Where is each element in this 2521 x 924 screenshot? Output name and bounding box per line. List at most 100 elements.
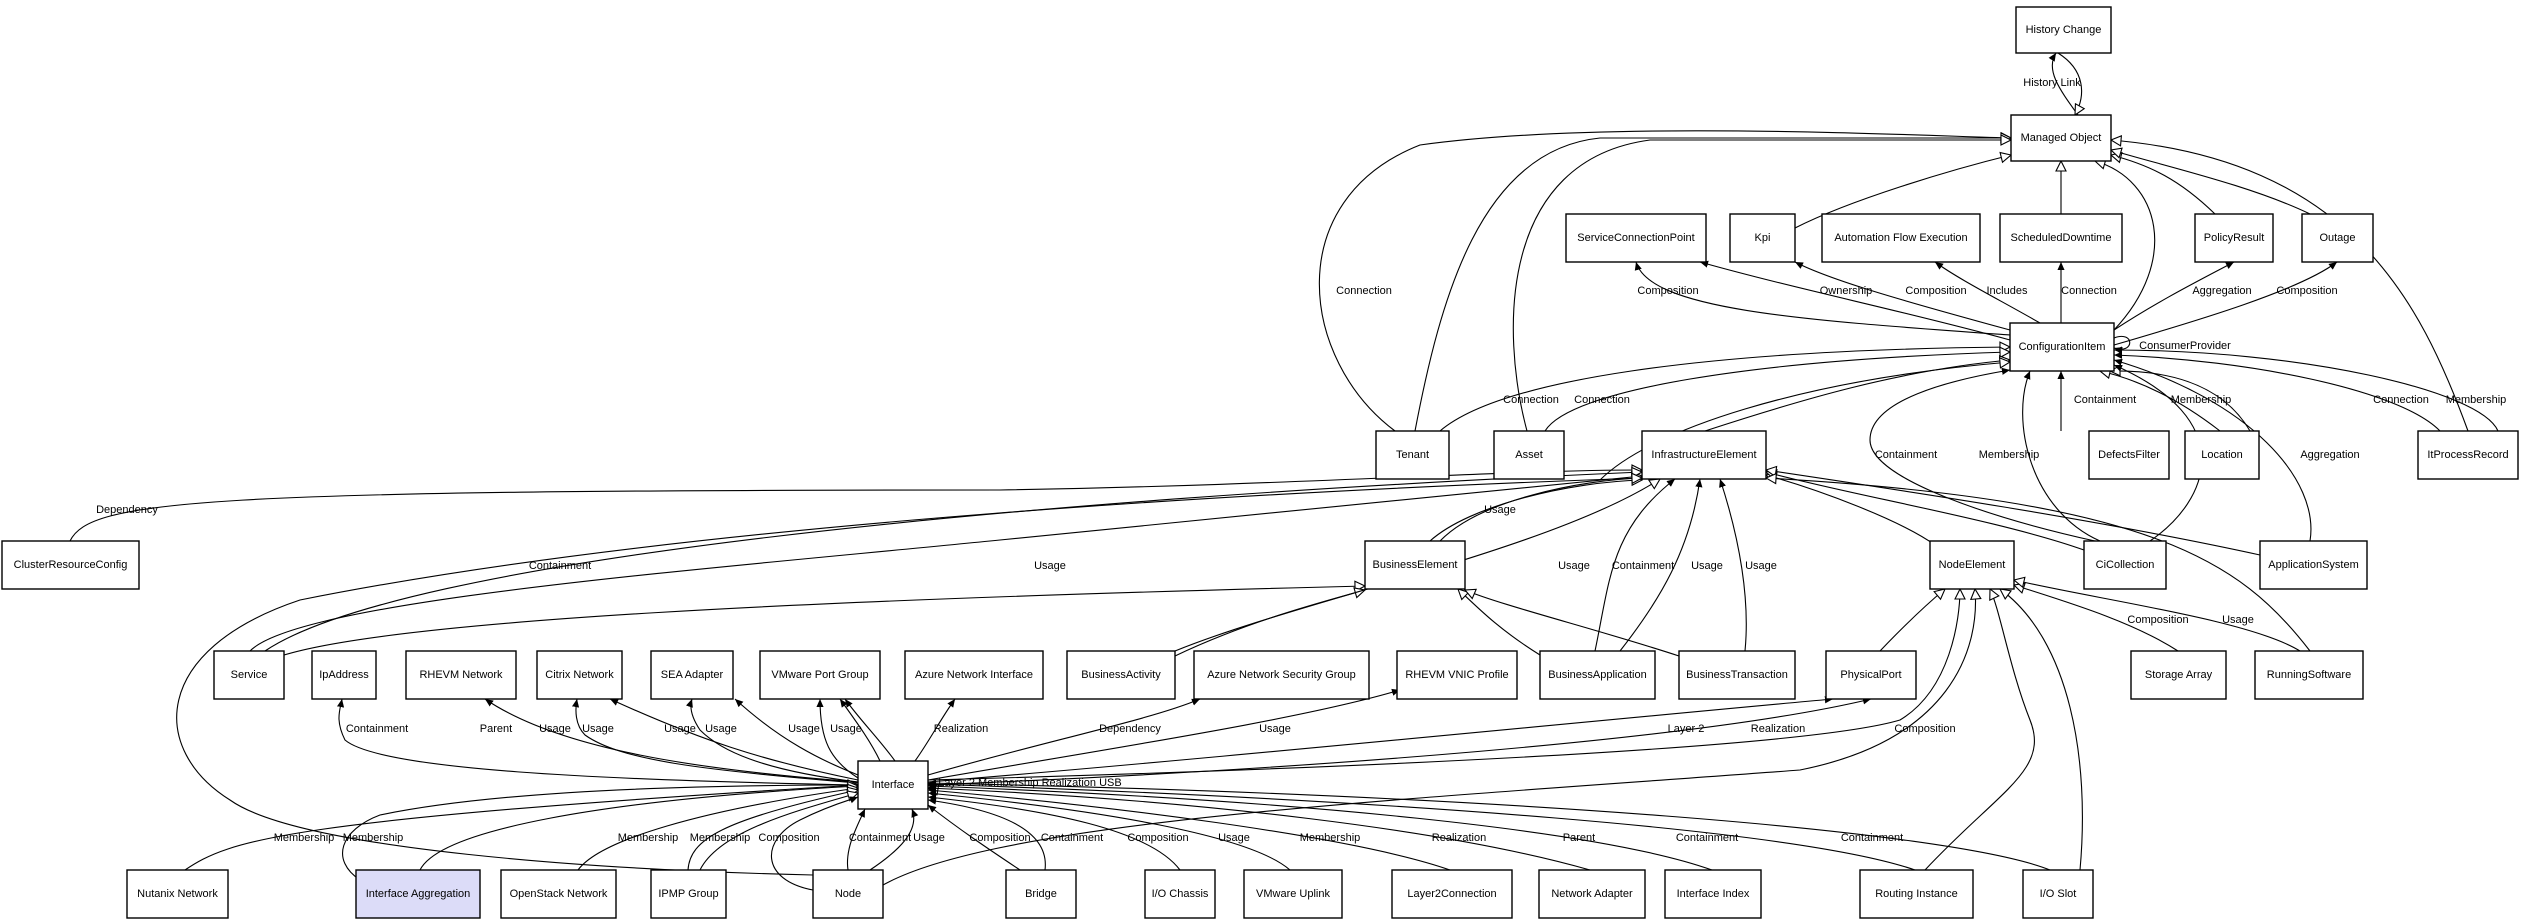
node-infrastructure-element[interactable]: InfrastructureElement (1641, 430, 1767, 480)
node-box[interactable] (2130, 650, 2227, 700)
node-box[interactable] (2254, 650, 2364, 700)
node-vmware-uplink[interactable]: VMware Uplink (1243, 869, 1343, 919)
node-node-element[interactable]: NodeElement (1929, 540, 2015, 590)
node-service[interactable]: Service (213, 650, 285, 700)
node-ip-address[interactable]: IpAddress (311, 650, 377, 700)
node-box[interactable] (1821, 213, 1981, 263)
node-box[interactable] (1678, 650, 1796, 700)
node-box[interactable] (2184, 430, 2260, 480)
node-managed-object[interactable]: Managed Object (2010, 114, 2112, 162)
node-defects-filter[interactable]: DefectsFilter (2088, 430, 2170, 480)
node-ci-collection[interactable]: CiCollection (2083, 540, 2167, 590)
node-box[interactable] (1396, 650, 1518, 700)
node-box[interactable] (355, 869, 481, 919)
node-business-element[interactable]: BusinessElement (1364, 540, 1466, 590)
node-kpi[interactable]: Kpi (1729, 213, 1796, 263)
node-box[interactable] (1641, 430, 1767, 480)
node-box[interactable] (2015, 6, 2112, 54)
node-box[interactable] (536, 650, 623, 700)
node-rhevm-network[interactable]: RHEVM Network (405, 650, 517, 700)
node-business-activity[interactable]: BusinessActivity (1066, 650, 1176, 700)
node-box[interactable] (2301, 213, 2374, 263)
node-box[interactable] (1364, 540, 1466, 590)
node-box[interactable] (1825, 650, 1917, 700)
node-box[interactable] (1999, 213, 2123, 263)
node-tenant[interactable]: Tenant (1375, 430, 1450, 480)
node-rhevm-vnic-profile[interactable]: RHEVM VNIC Profile (1396, 650, 1518, 700)
node-running-software[interactable]: RunningSoftware (2254, 650, 2364, 700)
node-box[interactable] (2259, 540, 2368, 590)
node-configuration-item[interactable]: ConfigurationItem (2009, 322, 2115, 372)
node-azure-network-security-group[interactable]: Azure Network Security Group (1193, 650, 1370, 700)
node-box[interactable] (500, 869, 617, 919)
node-box[interactable] (1, 540, 140, 590)
node-box[interactable] (2022, 869, 2094, 919)
node-io-chassis[interactable]: I/O Chassis (1144, 869, 1216, 919)
node-node[interactable]: Node (812, 869, 884, 919)
node-sea-adapter[interactable]: SEA Adapter (650, 650, 734, 700)
node-box[interactable] (213, 650, 285, 700)
node-automation-flow-execution[interactable]: Automation Flow Execution (1821, 213, 1981, 263)
node-azure-network-interface[interactable]: Azure Network Interface (904, 650, 1044, 700)
node-box[interactable] (1243, 869, 1343, 919)
node-box[interactable] (1493, 430, 1565, 480)
node-box[interactable] (650, 869, 727, 919)
node-box[interactable] (1005, 869, 1077, 919)
node-bridge[interactable]: Bridge (1005, 869, 1077, 919)
node-box[interactable] (1391, 869, 1513, 919)
node-box[interactable] (904, 650, 1044, 700)
node-vmware-port-group[interactable]: VMware Port Group (759, 650, 881, 700)
node-box[interactable] (2009, 322, 2115, 372)
node-cluster-resource-config[interactable]: ClusterResourceConfig (1, 540, 140, 590)
node-box[interactable] (1375, 430, 1450, 480)
node-scheduled-downtime[interactable]: ScheduledDowntime (1999, 213, 2123, 263)
node-citrix-network[interactable]: Citrix Network (536, 650, 623, 700)
node-box[interactable] (1859, 869, 1974, 919)
node-box[interactable] (1066, 650, 1176, 700)
node-box[interactable] (1664, 869, 1762, 919)
node-box[interactable] (1565, 213, 1707, 263)
node-label: Managed Object (2021, 132, 2102, 144)
node-policy-result[interactable]: PolicyResult (2194, 213, 2274, 263)
node-box[interactable] (2083, 540, 2167, 590)
node-interface-aggregation[interactable]: Interface Aggregation (355, 869, 481, 919)
node-application-system[interactable]: ApplicationSystem (2259, 540, 2368, 590)
node-asset[interactable]: Asset (1493, 430, 1565, 480)
node-box[interactable] (2088, 430, 2170, 480)
node-physical-port[interactable]: PhysicalPort (1825, 650, 1917, 700)
node-interface-index[interactable]: Interface Index (1664, 869, 1762, 919)
node-box[interactable] (2010, 114, 2112, 162)
node-box[interactable] (2417, 430, 2519, 480)
node-box[interactable] (126, 869, 229, 919)
node-box[interactable] (405, 650, 517, 700)
node-box[interactable] (1144, 869, 1216, 919)
node-service-connection-point[interactable]: ServiceConnectionPoint (1565, 213, 1707, 263)
node-network-adapter[interactable]: Network Adapter (1538, 869, 1646, 919)
edge-label: Composition (2276, 285, 2337, 297)
node-box[interactable] (1193, 650, 1370, 700)
node-openstack-network[interactable]: OpenStack Network (500, 869, 617, 919)
node-ipmp-group[interactable]: IPMP Group (650, 869, 727, 919)
node-box[interactable] (650, 650, 734, 700)
node-box[interactable] (759, 650, 881, 700)
node-box[interactable] (1729, 213, 1796, 263)
node-storage-array[interactable]: Storage Array (2130, 650, 2227, 700)
node-location[interactable]: Location (2184, 430, 2260, 480)
node-box[interactable] (2194, 213, 2274, 263)
node-routing-instance[interactable]: Routing Instance (1859, 869, 1974, 919)
node-box[interactable] (1538, 869, 1646, 919)
node-it-process-record[interactable]: ItProcessRecord (2417, 430, 2519, 480)
node-box[interactable] (1539, 650, 1656, 700)
node-outage[interactable]: Outage (2301, 213, 2374, 263)
node-business-application[interactable]: BusinessApplication (1539, 650, 1656, 700)
node-box[interactable] (812, 869, 884, 919)
node-business-transaction[interactable]: BusinessTransaction (1678, 650, 1796, 700)
node-nutanix-network[interactable]: Nutanix Network (126, 869, 229, 919)
node-box[interactable] (311, 650, 377, 700)
node-interface[interactable]: Interface (857, 760, 929, 810)
node-box[interactable] (1929, 540, 2015, 590)
node-box[interactable] (857, 760, 929, 810)
node-io-slot[interactable]: I/O Slot (2022, 869, 2094, 919)
node-history-change[interactable]: History Change (2015, 6, 2112, 54)
node-layer2-connection[interactable]: Layer2Connection (1391, 869, 1513, 919)
